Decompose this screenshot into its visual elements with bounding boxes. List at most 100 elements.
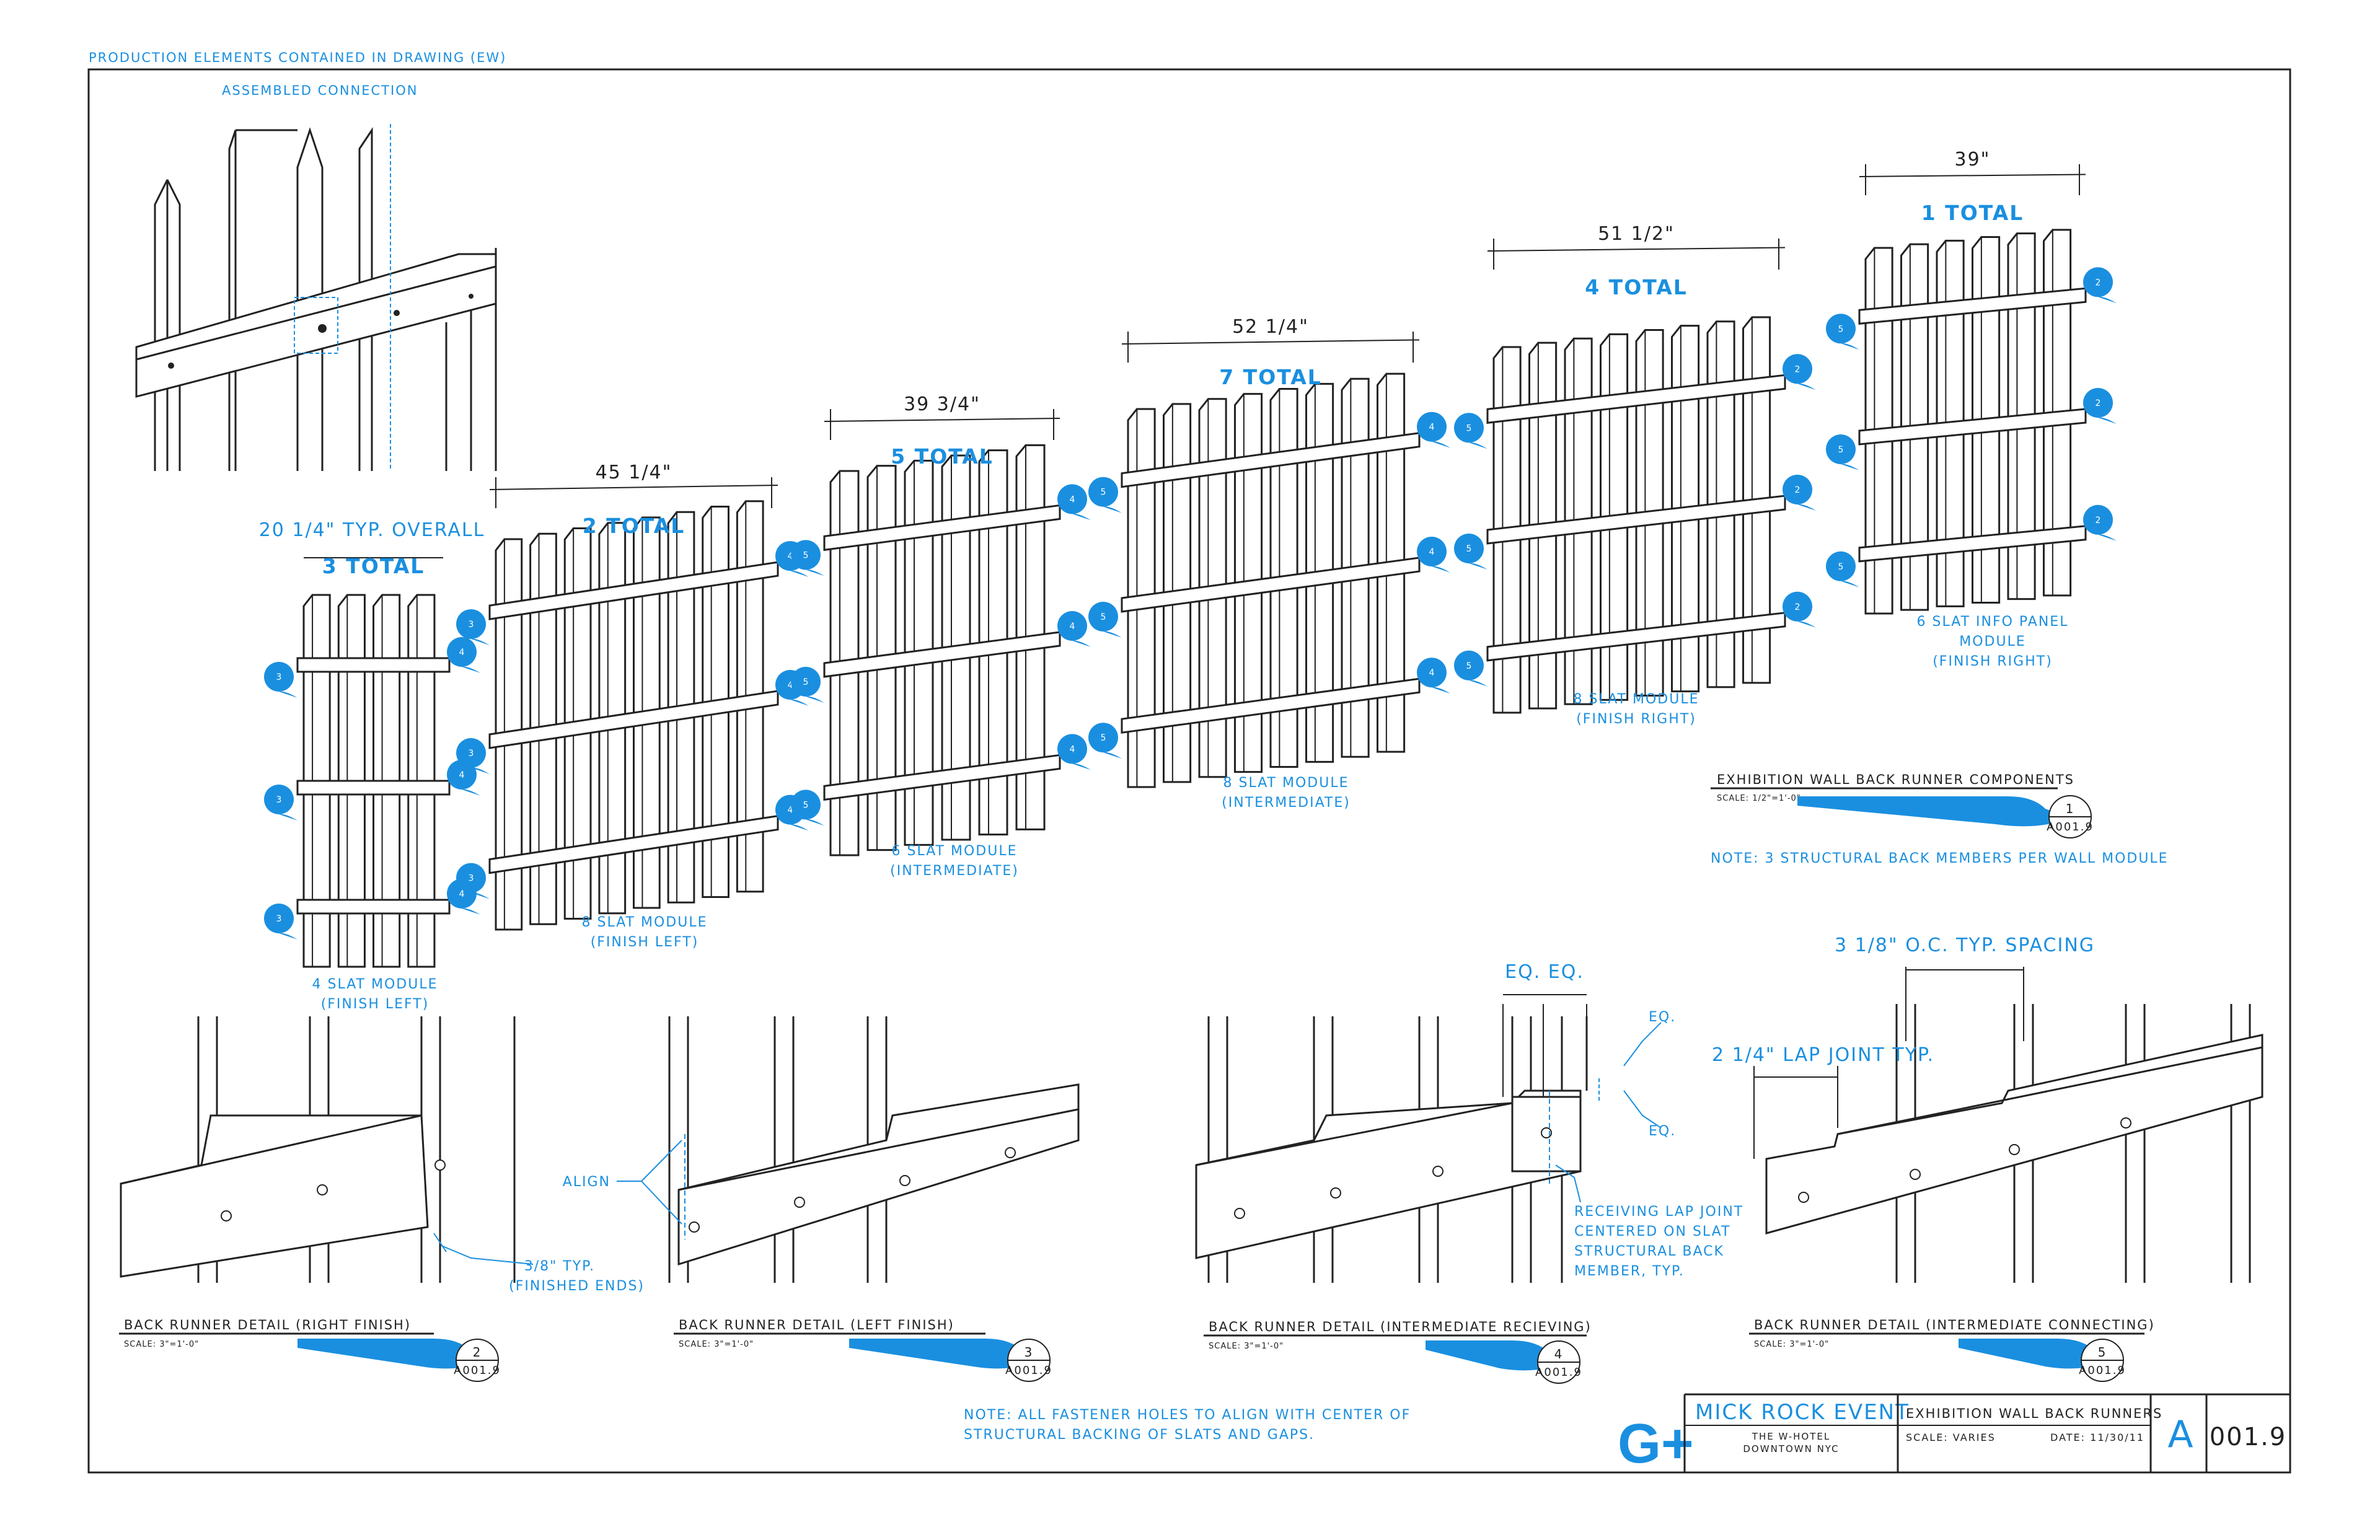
- callout-bubble-right: 4: [1057, 734, 1091, 770]
- back-runner: [296, 899, 451, 915]
- module-total: 2 TOTAL: [583, 514, 685, 538]
- fastener-note-line1: NOTE: ALL FASTENER HOLES TO ALIGN WITH C…: [964, 1407, 1411, 1423]
- module-name-line2: MODULE: [1959, 634, 2026, 649]
- callout-bubble-left: 3: [456, 738, 490, 774]
- title-block: G+ MICK ROCK EVENT THE W-HOTEL DOWNTOWN …: [1618, 1393, 2290, 1475]
- callout-bubble-number: 3: [276, 914, 282, 924]
- back-runner: [296, 780, 451, 796]
- detail4-eq-b: EQ.: [1649, 1124, 1676, 1139]
- back-runner: [1858, 287, 2087, 325]
- callout-bubble-left: 5: [1454, 534, 1488, 570]
- back-runner: [488, 561, 779, 620]
- detail4-eq-top: EQ. EQ.: [1505, 961, 1584, 983]
- callout-bubble-number: 4: [459, 648, 465, 658]
- module-width: 51 1/2": [1598, 223, 1675, 245]
- callout-bubble-number: 3: [469, 620, 474, 630]
- sheet-letter: A: [2167, 1413, 2193, 1456]
- sheet-border: [87, 68, 2291, 1474]
- callout-bubble-right: 4: [1057, 611, 1091, 647]
- callout-bubble-number: 3: [276, 672, 282, 682]
- detail4-eq-a: EQ.: [1649, 1010, 1676, 1025]
- callout-bubble-number: 3: [469, 749, 474, 759]
- detail2-note-line1: 3/8" TYP.: [524, 1259, 595, 1274]
- module-name-line2: (FINISH RIGHT): [1576, 711, 1696, 727]
- project-name: MICK ROCK EVENT: [1695, 1400, 1910, 1425]
- callout-bubble-number: 4: [788, 680, 793, 690]
- module-total: 7 TOTAL: [1219, 365, 1322, 389]
- detail2-title: BACK RUNNER DETAIL (RIGHT FINISH): [124, 1318, 411, 1332]
- sheet-date: DATE: 11/30/11: [2050, 1432, 2144, 1443]
- callout-bubble-number: 2: [2096, 516, 2101, 526]
- detail3-ref-number: 3: [1025, 1345, 1034, 1360]
- detail4-note-line4: MEMBER, TYP.: [1574, 1264, 1685, 1279]
- callout-bubble-number: 4: [1429, 423, 1435, 433]
- callout-bubble-number: 4: [1070, 495, 1075, 504]
- main-ref-swoosh: [1797, 796, 2070, 827]
- back-runner: [1121, 557, 1421, 613]
- overall-note: 20 1/4" TYP. OVERALL: [259, 519, 485, 541]
- callout-bubble-number: 3: [276, 795, 282, 805]
- back-runner: [488, 690, 779, 749]
- module-name-line1: 8 SLAT MODULE: [582, 915, 708, 930]
- module-total: 1 TOTAL: [1921, 201, 2024, 225]
- callout-bubble-right: 2: [1783, 354, 1816, 390]
- detail2-ref-sheet: A001.9: [454, 1364, 501, 1377]
- back-runner: [488, 814, 779, 874]
- back-runner: [823, 631, 1061, 678]
- detail4-ref-number: 4: [1554, 1347, 1564, 1362]
- fastener-note-line2: STRUCTURAL BACKING OF SLATS AND GAPS.: [964, 1427, 1315, 1443]
- detail3-title: BACK RUNNER DETAIL (LEFT FINISH): [679, 1318, 954, 1332]
- module-total: 4 TOTAL: [1585, 275, 1688, 299]
- detail4-note-line1: RECEIVING LAP JOINT: [1574, 1204, 1743, 1220]
- callout-bubble-left: 3: [456, 609, 490, 646]
- callout-bubble-number: 5: [1101, 733, 1106, 743]
- logo: G+: [1618, 1413, 1694, 1475]
- callout-bubble-right: 2: [2083, 388, 2117, 424]
- callout-bubble-right: 4: [447, 637, 480, 673]
- detail-intermediate-receiving: EQ. EQ. EQ. EQ. RECEIVING LAP JOINT CENT…: [1195, 961, 1743, 1384]
- callout-bubble-right: 4: [1417, 411, 1450, 448]
- assembled-connection-title: ASSEMBLED CONNECTION: [222, 83, 418, 98]
- module-width: 45 1/4": [596, 462, 672, 483]
- callout-bubble-number: 5: [803, 800, 809, 810]
- detail4-ref-sheet: A001.9: [1535, 1366, 1582, 1379]
- detail5-ref-sheet: A001.9: [2079, 1364, 2126, 1377]
- callout-bubble-left: 3: [264, 662, 298, 698]
- detail2-ref-number: 2: [473, 1345, 482, 1360]
- module-name-line3: (FINISH RIGHT): [1933, 654, 2053, 669]
- detail5-ref-number: 5: [2098, 1345, 2107, 1360]
- back-runner: [1486, 612, 1786, 662]
- detail5-lap: 2 1/4" LAP JOINT TYP.: [1712, 1044, 1934, 1066]
- callout-bubble-left: 5: [1826, 314, 1859, 350]
- callout-bubble-number: 5: [1101, 612, 1106, 622]
- callout-bubble-number: 4: [1070, 622, 1075, 631]
- assembled-connection-detail: ASSEMBLED CONNECTION: [135, 83, 497, 471]
- back-runner: [1486, 374, 1786, 424]
- module-name-line1: 6 SLAT MODULE: [892, 843, 1018, 859]
- module-name-line1: 6 SLAT INFO PANEL: [1917, 614, 2069, 630]
- detail2-scale: SCALE: 3"=1'-0": [124, 1340, 199, 1349]
- callout-bubble-right: 4: [1417, 537, 1450, 573]
- module-width: 52 1/4": [1232, 316, 1309, 338]
- main-scale: SCALE: 1/2"=1'-0": [1717, 794, 1801, 803]
- module-total: 3 TOTAL: [322, 554, 425, 578]
- callout-bubble-number: 4: [1429, 668, 1435, 678]
- callout-bubble-right: 2: [2083, 267, 2117, 304]
- back-runner: [1858, 408, 2087, 446]
- back-runner: [296, 657, 451, 673]
- sheet-number: 001.9: [2210, 1423, 2287, 1451]
- module-name-line2: (INTERMEDIATE): [1222, 795, 1351, 811]
- detail2-note-line2: (FINISHED ENDS): [509, 1278, 645, 1294]
- callout-bubble-number: 5: [803, 677, 809, 687]
- module-name-line2: (FINISH LEFT): [321, 997, 430, 1012]
- callout-bubble-right: 4: [1417, 658, 1450, 694]
- callout-bubble-left: 5: [791, 790, 824, 826]
- callout-bubble-left: 5: [1454, 650, 1488, 687]
- callout-bubble-number: 2: [1795, 485, 1800, 495]
- callout-bubble-number: 5: [1466, 661, 1472, 671]
